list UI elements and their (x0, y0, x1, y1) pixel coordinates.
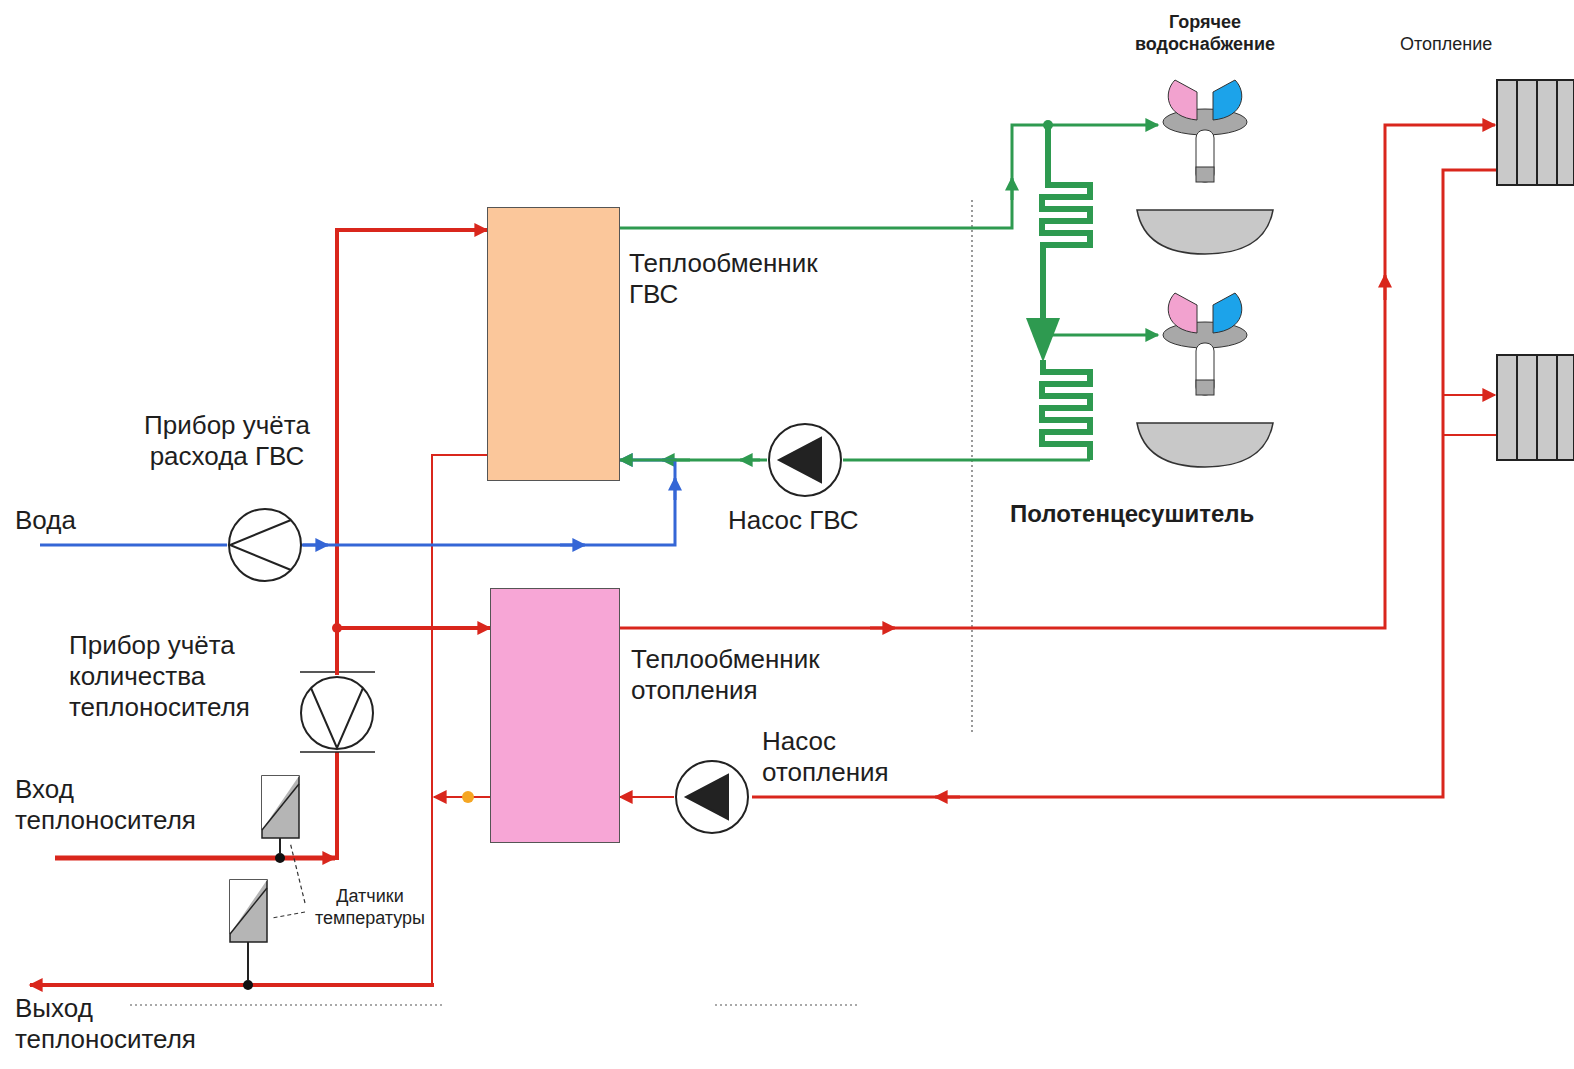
dotted-boundary (130, 1004, 445, 1005)
pipe-connector (620, 796, 674, 798)
pump-symbol: Насос ГВС (767, 422, 843, 498)
hot-water-pipe (580, 125, 1048, 460)
heating-pipe (870, 627, 895, 630)
towel-dryer (1042, 360, 1090, 460)
meter-bracket (300, 672, 375, 752)
radiator (1497, 355, 1574, 460)
pipe-junction (462, 791, 474, 803)
pipe-connector (337, 628, 490, 675)
flow-meter: Прибор учёта расхода ГВС (227, 507, 303, 583)
temperature-sensor (279, 838, 281, 853)
radiator (1497, 80, 1574, 185)
hot-water-tap (1043, 80, 1273, 467)
dotted-boundary (130, 200, 972, 1005)
heating-pipe (55, 856, 335, 861)
heat-meter: Прибор учёта количества теплоносителя (299, 675, 375, 751)
sensor-label: Датчики температуры (310, 886, 430, 929)
flow-meter (227, 507, 303, 583)
component-label: Насос отопления (762, 726, 927, 788)
flow-meter (229, 509, 301, 581)
leader-line (290, 842, 305, 903)
component-label: Прибор учёта количества теплоносителя (69, 630, 294, 724)
component-label: Теплообменник отопления (631, 644, 871, 706)
heating-pipe (1443, 434, 1497, 436)
component-label: Теплообменник ГВС (629, 248, 834, 310)
pipe-label: Вход теплоносителя (15, 774, 225, 836)
heating-pipe (935, 796, 960, 799)
heat-meter (311, 688, 363, 748)
pipe-label: Вода (15, 505, 115, 536)
section-title: Горячее водоснабжение (1115, 12, 1295, 55)
heating-pipe (335, 752, 339, 860)
heat-meter (301, 677, 373, 749)
pipe-connector (337, 230, 487, 675)
towel-dryer (1042, 125, 1090, 330)
leader-line (272, 842, 305, 918)
component-label: Насос ГВС (728, 505, 928, 536)
temperature-sensor (262, 776, 299, 830)
temperature-sensor (262, 776, 299, 838)
hot-water-pipe (1043, 334, 1158, 337)
heating-pipe (30, 125, 1497, 985)
pump-symbol: Насос отопления (674, 759, 750, 835)
temperature-sensor (230, 776, 299, 990)
pump-symbol (769, 424, 841, 496)
hot-water-pipe (1011, 178, 1014, 200)
hot-water-tap (1137, 80, 1273, 254)
component-label: Прибор учёта расхода ГВС (122, 410, 332, 472)
radiator (1497, 80, 1574, 460)
flow-meter (230, 520, 291, 570)
heating-pipe (1384, 275, 1387, 300)
temperature-sensor (262, 784, 299, 830)
hot-water-pipe (1048, 124, 1158, 127)
heat-exchanger-box: Теплообменник ГВС (487, 207, 620, 481)
pipe-label: Выход теплоносителя (15, 993, 245, 1055)
heat-meter (299, 675, 375, 751)
hot-water-tap (1137, 293, 1273, 467)
pump-symbol (767, 422, 843, 498)
heating-pipe (752, 170, 1497, 797)
pump-symbol (676, 761, 748, 833)
pipe-connector (620, 459, 767, 462)
temperature-sensor (275, 853, 285, 863)
temperature-sensor (230, 888, 267, 934)
pump-symbol (674, 759, 750, 835)
hot-water-pipe (580, 125, 1158, 460)
temperature-sensor (230, 880, 267, 942)
cold-water-pipe (40, 478, 675, 545)
dotted-boundary (971, 200, 972, 735)
towel-dryer (843, 459, 1090, 462)
meter-bracket (300, 672, 375, 752)
temperature-sensor (230, 880, 267, 934)
dotted-boundary (715, 1004, 860, 1005)
hot-water-tap (1043, 120, 1053, 130)
towel-dryer (1026, 318, 1060, 362)
heating-pipe (585, 125, 1495, 797)
section-title: Отопление (1400, 34, 1530, 56)
pump-symbol (779, 438, 821, 482)
heating-pipe (1443, 394, 1495, 396)
temperature-sensor (243, 980, 253, 990)
heat-exchanger-box: Теплообменник отопления (490, 588, 620, 843)
cold-water-pipe (40, 544, 227, 547)
component-label: Полотенцесушитель (1010, 500, 1330, 529)
leader-line (272, 912, 305, 918)
towel-dryer (843, 125, 1090, 460)
pump-symbol (686, 775, 728, 819)
heating-pipe (30, 983, 434, 987)
temperature-sensor (247, 942, 249, 980)
